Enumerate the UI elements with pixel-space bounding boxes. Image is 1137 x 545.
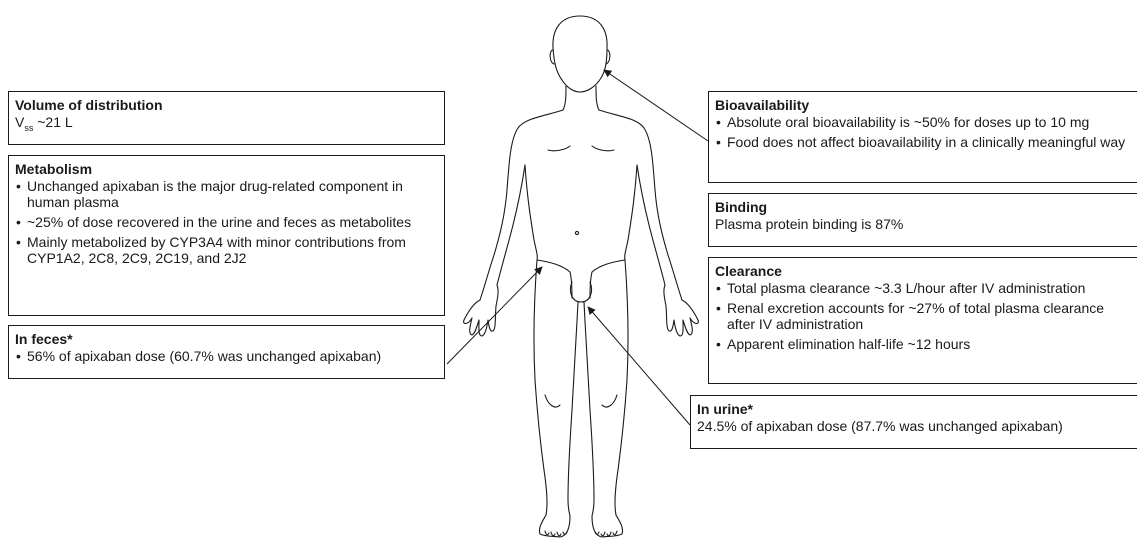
volume-of-distribution-title: Volume of distribution (15, 97, 438, 113)
human-figure-outline (464, 16, 699, 537)
in-feces-item: 56% of apixaban dose (60.7% was unchange… (15, 348, 438, 364)
in-urine-text: 24.5% of apixaban dose (87.7% was unchan… (697, 418, 1131, 434)
bioavailability-title: Bioavailability (715, 97, 1131, 113)
metabolism-list: Unchanged apixaban is the major drug-rel… (15, 178, 438, 266)
in-feces-list: 56% of apixaban dose (60.7% was unchange… (15, 348, 438, 364)
clearance-title: Clearance (715, 263, 1131, 279)
binding-text: Plasma protein binding is 87% (715, 216, 1131, 232)
volume-of-distribution-box: Volume of distribution Vss ~21 L (8, 91, 445, 145)
metabolism-item: ~25% of dose recovered in the urine and … (15, 214, 438, 230)
in-feces-box: In feces* 56% of apixaban dose (60.7% wa… (8, 325, 445, 379)
metabolism-item: Unchanged apixaban is the major drug-rel… (15, 178, 438, 210)
bioavailability-arrow (604, 70, 708, 141)
bioavailability-list: Absolute oral bioavailability is ~50% fo… (715, 114, 1131, 150)
volume-of-distribution-value: Vss ~21 L (15, 114, 438, 130)
clearance-item: Apparent elimination half-life ~12 hours (715, 336, 1131, 352)
in-urine-box: In urine* 24.5% of apixaban dose (87.7% … (690, 395, 1137, 449)
clearance-box: Clearance Total plasma clearance ~3.3 L/… (708, 257, 1137, 384)
feces-arrow (447, 267, 542, 364)
binding-box: Binding Plasma protein binding is 87% (708, 193, 1137, 247)
clearance-item: Total plasma clearance ~3.3 L/hour after… (715, 280, 1131, 296)
binding-title: Binding (715, 199, 1131, 215)
metabolism-item: Mainly metabolized by CYP3A4 with minor … (15, 234, 438, 266)
in-urine-title: In urine* (697, 401, 1131, 417)
metabolism-title: Metabolism (15, 161, 438, 177)
bioavailability-item: Food does not affect bioavailability in … (715, 134, 1131, 150)
bioavailability-box: Bioavailability Absolute oral bioavailab… (708, 91, 1137, 183)
clearance-item: Renal excretion accounts for ~27% of tot… (715, 300, 1131, 332)
in-feces-title: In feces* (15, 331, 438, 347)
bioavailability-item: Absolute oral bioavailability is ~50% fo… (715, 114, 1131, 130)
metabolism-box: Metabolism Unchanged apixaban is the maj… (8, 155, 445, 316)
clearance-list: Total plasma clearance ~3.3 L/hour after… (715, 280, 1131, 352)
